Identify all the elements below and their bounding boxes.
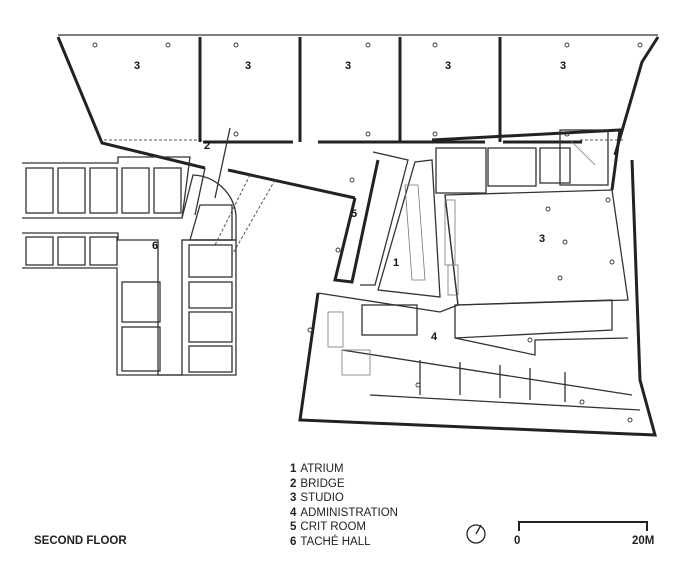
room-label-crit-room: 5	[351, 208, 357, 220]
room-label-studio-east: 3	[539, 233, 545, 245]
room-label-studio-3: 3	[345, 60, 351, 72]
studio-block-north	[56, 34, 660, 170]
room-label-studio-2: 3	[245, 60, 251, 72]
scale-bar	[518, 521, 648, 531]
scale-start-label: 0	[514, 535, 521, 547]
room-label-administration: 4	[431, 331, 438, 343]
floor-plan: 3 3 3 3 3 3 2 6 5 1 4	[22, 34, 660, 437]
room-label-atrium: 1	[393, 257, 399, 269]
room-label-studio-1: 3	[134, 60, 140, 72]
tache-hall	[22, 156, 237, 376]
room-label-studio-5: 3	[560, 60, 566, 72]
room-label-bridge: 2	[204, 140, 210, 152]
studio-east	[431, 128, 629, 306]
administration-wing	[298, 159, 657, 437]
scale-end-label: 20M	[632, 535, 655, 547]
north-arrow-icon	[466, 524, 486, 544]
room-label-studio-4: 3	[445, 60, 451, 72]
plan-title: SECOND FLOOR	[34, 535, 127, 547]
room-label-tache-hall: 6	[152, 240, 158, 252]
bridge	[194, 127, 356, 256]
crit-room-atrium	[333, 151, 441, 298]
